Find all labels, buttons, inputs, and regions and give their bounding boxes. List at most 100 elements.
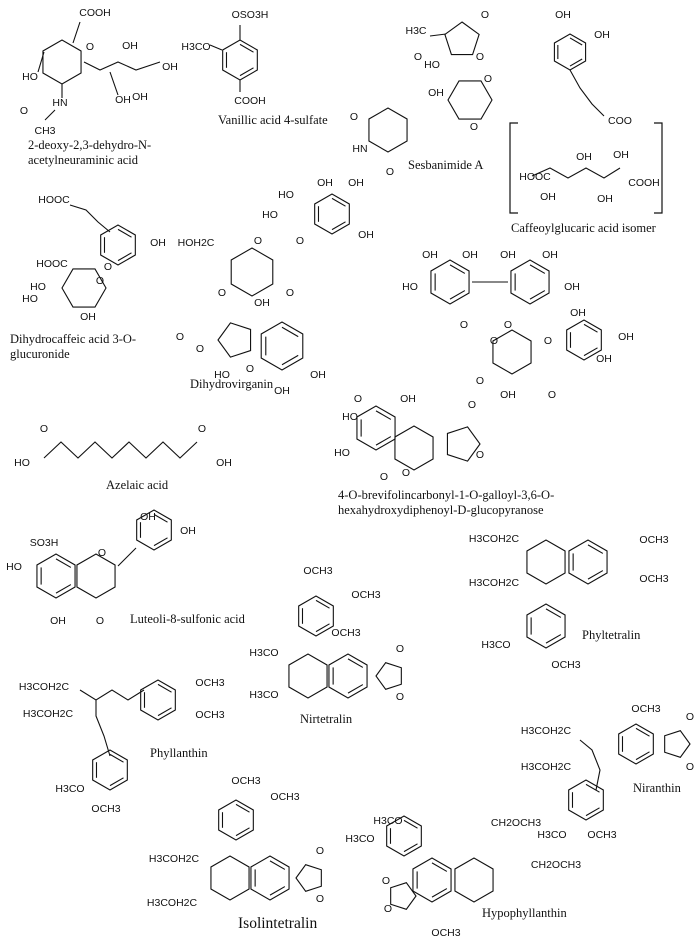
- atom-label: OH: [358, 229, 374, 241]
- atom-label: HO: [214, 369, 230, 381]
- atom-label: O: [460, 319, 468, 331]
- caption-dhca-2: glucuronide: [10, 347, 70, 361]
- atom-label: OCH3: [551, 659, 580, 671]
- caption-azelaic: Azelaic acid: [106, 478, 169, 492]
- atom-label: OH: [594, 29, 610, 41]
- atom-label: H3CO: [373, 815, 402, 827]
- caption-hypophyllanthin: Hypophyllanthin: [482, 906, 567, 920]
- atom-label: O: [316, 893, 324, 905]
- atom-label: O: [476, 375, 484, 387]
- atom-label: O: [484, 73, 492, 85]
- atom-label: OH: [613, 149, 629, 161]
- atom-label: HO: [424, 59, 440, 71]
- caption-neu-1: 2-deoxy-2,3-dehydro-N-: [28, 138, 152, 152]
- atom-label: HOOC: [36, 258, 68, 270]
- atom-label: O: [382, 875, 390, 887]
- atom-label: OH: [422, 249, 438, 261]
- caption-phyltetralin: Phyltetralin: [582, 628, 641, 642]
- caption-brevifolin-2: hexahydroxydiphenoyl-D-glucopyranose: [338, 503, 544, 517]
- atom-label: CH2OCH3: [491, 817, 541, 829]
- atom-label: O: [354, 393, 362, 405]
- atom-label: OH: [500, 389, 516, 401]
- atom-label: O: [468, 399, 476, 411]
- atom-label: HN: [352, 143, 367, 155]
- atom-label: O: [384, 903, 392, 915]
- atom-label: OH: [500, 249, 516, 261]
- atom-label: COOH: [234, 95, 266, 107]
- structure-vanillic: OSO3H H3CO COOH: [181, 9, 268, 107]
- atom-label: OH: [462, 249, 478, 261]
- atom-label: OH: [400, 393, 416, 405]
- atom-label: O: [96, 275, 104, 287]
- atom-label: HO: [22, 293, 38, 305]
- atom-label: O: [504, 319, 512, 331]
- atom-label: O: [686, 711, 694, 723]
- atom-label: COOH: [79, 7, 111, 19]
- caption-neu-2: acetylneuraminic acid: [28, 153, 139, 167]
- atom-label: HO: [262, 209, 278, 221]
- atom-label: OCH3: [270, 791, 299, 803]
- atom-label: OH: [576, 151, 592, 163]
- atom-label: O: [104, 261, 112, 273]
- atom-label: OH: [540, 191, 556, 203]
- atom-label: OCH3: [231, 775, 260, 787]
- atom-label: H3C: [405, 25, 426, 37]
- atom-label: O: [380, 471, 388, 483]
- caption-niranthin: Niranthin: [633, 781, 681, 795]
- atom-label: O: [481, 9, 489, 21]
- atom-label: O: [470, 121, 478, 133]
- atom-label: O: [396, 691, 404, 703]
- atom-label: O: [196, 343, 204, 355]
- atom-label: HOOC: [519, 171, 551, 183]
- atom-label: H3COH2C: [469, 533, 520, 545]
- atom-label: O: [246, 363, 254, 375]
- atom-label: OH: [150, 237, 166, 249]
- atom-label: O: [40, 423, 48, 435]
- atom-label: H3COH2C: [521, 725, 572, 737]
- atom-label: OH: [348, 177, 364, 189]
- atom-label: O: [198, 423, 206, 435]
- atom-label: O: [548, 389, 556, 401]
- caption-brevifolin-1: 4-O-brevifolincarbonyl-1-O-galloyl-3,6-O…: [338, 488, 555, 502]
- atom-label: OCH3: [431, 927, 460, 939]
- atom-label: OH: [564, 281, 580, 293]
- atom-label: H3COH2C: [521, 761, 572, 773]
- atom-label: H3COH2C: [147, 897, 198, 909]
- caption-dhca-1: Dihydrocaffeic acid 3-O-: [10, 332, 137, 346]
- atom-label: O: [286, 287, 294, 299]
- atom-label: CH3: [34, 125, 55, 137]
- atom-label: OCH3: [587, 829, 616, 841]
- atom-label: OH: [596, 353, 612, 365]
- atom-label: OCH3: [91, 803, 120, 815]
- caption-sesbanimide: Sesbanimide A: [408, 158, 484, 172]
- caption-isolintetralin: Isolintetralin: [238, 915, 318, 932]
- atom-label: H3CO: [481, 639, 510, 651]
- atom-label: H3COH2C: [149, 853, 200, 865]
- atom-label: H3CO: [181, 41, 210, 53]
- atom-label: OH: [132, 91, 148, 103]
- atom-label: H3COH2C: [469, 577, 520, 589]
- atom-label: O: [544, 335, 552, 347]
- atom-label: H3COH2C: [23, 708, 74, 720]
- atom-label: SO3H: [30, 537, 59, 549]
- atom-label: OCH3: [631, 703, 660, 715]
- atom-label: OCH3: [303, 565, 332, 577]
- atom-label: O: [316, 845, 324, 857]
- atom-label: O: [476, 449, 484, 461]
- atom-label: HO: [278, 189, 294, 201]
- atom-label: HO: [334, 447, 350, 459]
- atom-label: O: [96, 615, 104, 627]
- atom-label: OH: [317, 177, 333, 189]
- atom-label: OH: [254, 297, 270, 309]
- atom-label: HO: [6, 561, 22, 573]
- atom-label: OSO3H: [232, 9, 269, 21]
